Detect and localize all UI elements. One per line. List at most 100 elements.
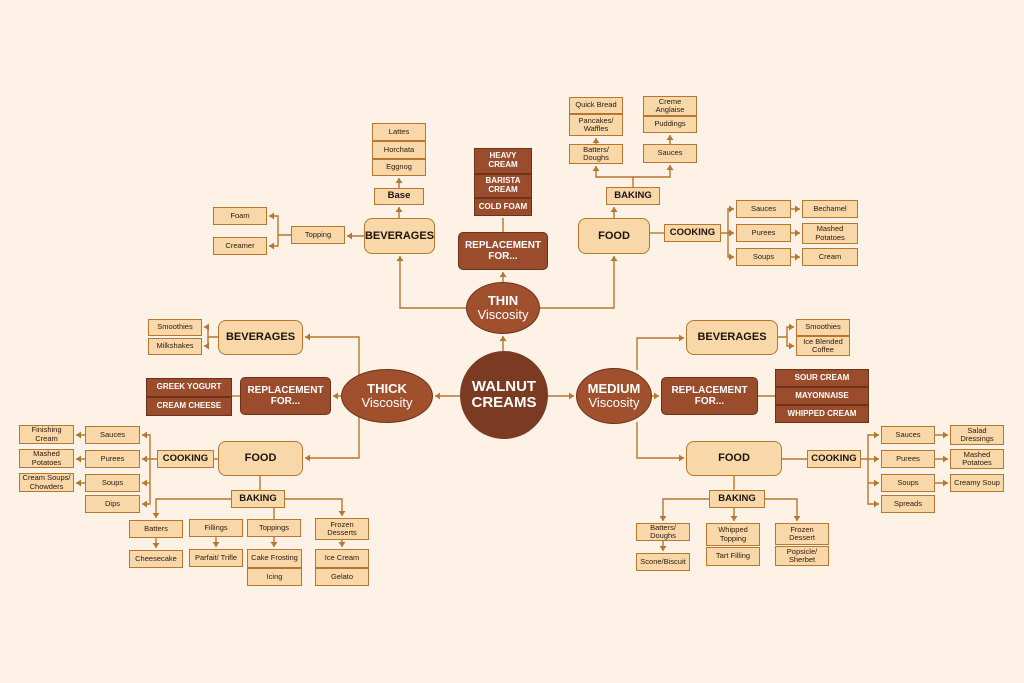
arrowhead-icon (152, 543, 160, 548)
baking-node: BAKING (606, 187, 660, 205)
arrowhead-icon (569, 392, 574, 400)
arrowhead-icon (795, 229, 800, 237)
center-node-walnut-creams: WALNUT CREAMS (460, 351, 548, 439)
connector (765, 498, 798, 521)
sauces-node: Sauces (643, 144, 697, 163)
arrowhead-icon (142, 455, 147, 463)
arrowhead-icon (729, 253, 734, 261)
list-item: Icing (247, 568, 302, 586)
list-item: Milkshakes (148, 338, 202, 355)
connector (727, 233, 734, 258)
arrowhead-icon (396, 256, 404, 261)
connector (636, 337, 684, 370)
connector (595, 166, 634, 187)
arrowhead-icon (730, 516, 738, 521)
arrowhead-icon (874, 431, 879, 439)
arrowhead-icon (659, 546, 667, 551)
baking-node: BAKING (709, 490, 765, 508)
arrowhead-icon (338, 542, 346, 547)
replacement-item: CREAM CHEESE (146, 397, 232, 416)
arrowhead-icon (789, 342, 794, 350)
list-item: Toppings (247, 519, 301, 537)
arrowhead-icon (76, 431, 81, 439)
arrowhead-icon (666, 135, 674, 140)
thick-food-node: FOOD (218, 441, 303, 476)
list-item: Batters/ Doughs (636, 523, 690, 541)
list-item: Scone/Biscuit (636, 553, 690, 571)
list-item: Soups (736, 248, 791, 266)
replacement-item: SOUR CREAM (775, 369, 869, 387)
arrowhead-icon (789, 323, 794, 331)
list-item: Mashed Potatoes (950, 449, 1004, 469)
list-item: Foam (213, 207, 267, 225)
arrowhead-icon (212, 542, 220, 547)
list-item: Frozen Dessert (775, 523, 829, 545)
arrowhead-icon (152, 513, 160, 518)
list-item: Smoothies (148, 319, 202, 336)
replacement-item: GREEK YOGURT (146, 378, 232, 397)
medium-food-node: FOOD (686, 441, 782, 476)
node-subtitle: Viscosity (477, 307, 529, 322)
arrowhead-icon (874, 500, 879, 508)
connector (204, 326, 218, 338)
list-item: Creme Anglaise (643, 96, 697, 116)
cooking-node: COOKING (157, 450, 214, 468)
arrowhead-icon (333, 392, 338, 400)
arrowhead-icon (347, 232, 352, 240)
base-node: Base (374, 188, 424, 205)
arrowhead-icon (729, 205, 734, 213)
connector (305, 416, 360, 459)
list-item: Parfait/ Trifle (189, 549, 243, 567)
arrowhead-icon (338, 511, 346, 516)
arrowhead-icon (142, 431, 147, 439)
list-item: Ice Cream (315, 549, 369, 568)
list-item: Sauces (85, 426, 140, 444)
arrowhead-icon (395, 207, 403, 212)
medium-replacement-node: REPLACEMENT FOR... (661, 377, 758, 415)
list-item: Finishing Cream (19, 425, 74, 444)
arrowhead-icon (943, 455, 948, 463)
list-item: Ice Blended Coffee (796, 336, 850, 356)
node-subtitle: Viscosity (361, 395, 413, 410)
arrowhead-icon (435, 392, 440, 400)
list-item: Gelato (315, 568, 369, 586)
list-item: Quick Bread (569, 97, 623, 114)
list-item: Spreads (881, 495, 935, 513)
thin-beverages-node: BEVERAGES (364, 218, 435, 254)
connector (269, 215, 291, 236)
list-item: Purees (881, 450, 935, 468)
list-item: Soups (85, 474, 140, 492)
list-item: Purees (736, 224, 791, 242)
arrowhead-icon (943, 431, 948, 439)
list-item: Cheesecake (129, 550, 183, 568)
replacement-item: BARISTA CREAM (474, 174, 532, 198)
list-item: Smoothies (796, 319, 850, 336)
arrowhead-icon (659, 516, 667, 521)
arrowhead-icon (270, 542, 278, 547)
arrowhead-icon (592, 166, 600, 171)
medium-beverages-node: BEVERAGES (686, 320, 778, 355)
connector (540, 256, 615, 309)
list-item: Batters (129, 520, 183, 538)
topping-node: Topping (291, 226, 345, 244)
arrowhead-icon (943, 479, 948, 487)
node-subtitle: Viscosity (588, 395, 640, 410)
arrowhead-icon (795, 205, 800, 213)
list-item: Creamy Soup (950, 474, 1004, 492)
replacement-item: WHIPPED CREAM (775, 405, 869, 423)
arrowhead-icon (204, 323, 209, 331)
connector (861, 434, 879, 460)
list-item: Sauces (736, 200, 791, 218)
arrowhead-icon (204, 342, 209, 350)
arrowhead-icon (395, 178, 403, 183)
thin-food-node: FOOD (578, 218, 650, 254)
cooking-node: COOKING (807, 450, 861, 468)
arrowhead-icon (874, 455, 879, 463)
list-item: Purees (85, 450, 140, 468)
connector (305, 336, 360, 376)
node-title: THIN (487, 292, 519, 308)
arrowhead-icon (269, 212, 274, 220)
